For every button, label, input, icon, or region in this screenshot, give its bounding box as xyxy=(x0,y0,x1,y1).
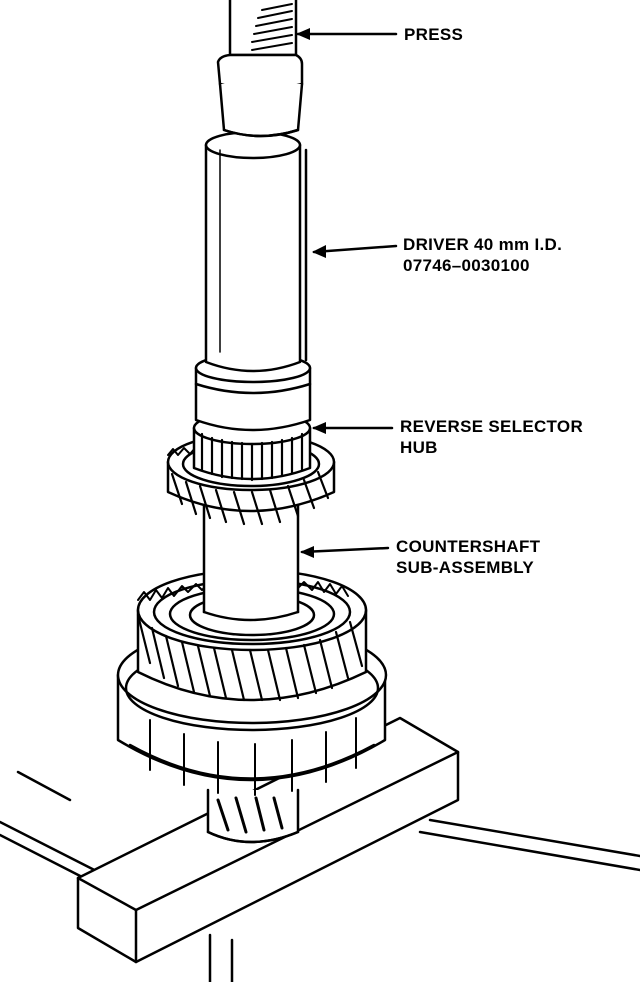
press-label-text: PRESS xyxy=(404,25,464,44)
leader-countershaft xyxy=(300,546,390,554)
driver-label: DRIVER 40 mm I.D. 07746–0030100 xyxy=(403,234,562,276)
press-label: PRESS xyxy=(404,24,463,45)
driver-tool xyxy=(194,130,312,432)
countershaft-label-line1: COUNTERSHAFT xyxy=(396,537,541,556)
countershaft-label-line2: SUB-ASSEMBLY xyxy=(396,558,535,577)
leader-driver xyxy=(312,244,398,254)
countershaft-body xyxy=(202,503,300,622)
driver-part-number: 07746–0030100 xyxy=(403,256,530,275)
leader-lines xyxy=(296,32,398,554)
reverse-selector-hub-label: REVERSE SELECTOR HUB xyxy=(400,416,583,458)
driver-label-line1: DRIVER 40 mm I.D. xyxy=(403,235,563,254)
lower-shaft xyxy=(206,788,300,844)
press-ram xyxy=(216,0,304,138)
countershaft-label: COUNTERSHAFT SUB-ASSEMBLY xyxy=(396,536,540,578)
leader-arrowheads xyxy=(296,28,326,558)
reverse-selector-hub-label-line2: HUB xyxy=(400,438,438,457)
reverse-selector-hub-label-line1: REVERSE SELECTOR xyxy=(400,417,584,436)
